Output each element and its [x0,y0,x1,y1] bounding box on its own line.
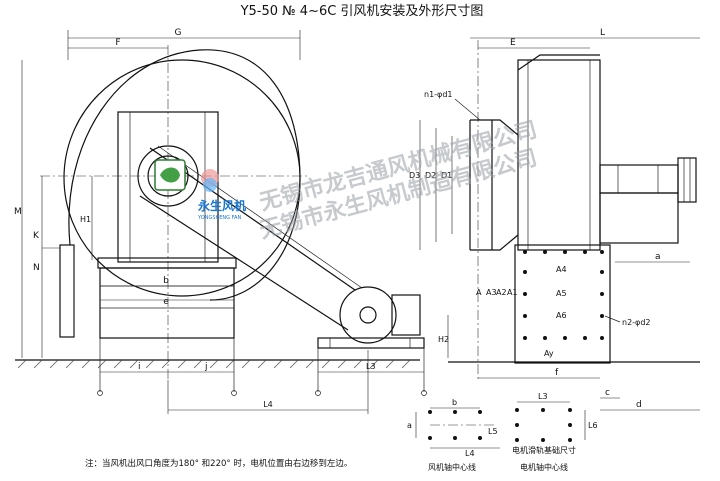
dim-i: i [138,362,141,372]
label-motor-axis: 电机轴中心线 [520,462,568,472]
fan-pulley-outer [137,145,199,207]
motor-body [391,294,421,336]
dim-K: K [33,231,40,241]
detail-dim-L4: L4 [465,449,475,458]
fan-volute [68,49,301,301]
dim-F: F [115,38,120,48]
stand-lower-frame [99,267,235,339]
stand-base-plate [97,257,237,269]
dim-c: c [605,388,610,398]
dim-A6: A6 [556,311,567,320]
dim-N: N [33,263,40,273]
dim-D1: D1 [441,171,452,180]
motor-base [317,337,425,349]
front-lower-frame [514,244,611,364]
label-rail-base: 电机滑轨基础尺寸 [512,445,576,455]
dim-L: L [600,28,605,38]
dim-L3: L3 [366,362,376,371]
motor-pulley [339,286,397,344]
dim-D2: D2 [425,171,436,180]
front-housing [517,59,601,251]
dim-D3: D3 [409,171,420,180]
dim-A1: A1 [507,288,518,297]
bearing-housing [599,164,679,194]
detail-motor-bolts: L3 L6 电机滑轨基础尺寸 电机轴中心线 [512,392,598,472]
dim-Ay: Ay [544,349,554,358]
dim-M: M [14,207,22,217]
detail-dim-L6: L6 [588,421,598,430]
installation-note: 注：当风机出风口角度为180° 和220° 时，电机位置由右边移到左边。 [85,458,352,469]
side-view: G F M K N H1 b e H2 i j L3 L4 [14,28,449,414]
front-base-frame [599,192,679,244]
dim-E: E [510,38,516,48]
front-pulley [677,157,697,203]
belt-lower [139,195,349,331]
detail-dim-b: b [452,398,457,407]
dim-G: G [175,28,182,38]
dim-A2: A2 [496,288,507,297]
dim-A3: A3 [486,288,497,297]
label-hole-n1: n1-φd1 [424,90,453,99]
fan-pulley-inner [147,155,189,197]
outlet-duct [59,244,75,338]
drawing-title: Y5-50 № 4~6C 引风机安装及外形尺寸图 [240,4,484,19]
logo-sub-text: YONGSHENG FAN [197,215,241,221]
label-hole-n2: n2-φd2 [622,318,651,327]
dim-a: a [655,252,661,262]
dim-j: j [204,362,208,372]
ground-hatch [17,359,411,369]
brand-logo: 永生风机 YONGSHENG FAN [154,159,246,221]
anchor-bolts [97,338,427,396]
dim-H2: H2 [438,335,449,344]
front-view: L E n1-φd1 D3 D2 D1 A4 A5 A6 A3 A2 A1 A … [409,28,700,411]
dim-A: A [476,288,482,297]
dim-A5: A5 [556,289,567,298]
mount-holes [523,250,604,340]
dim-b: b [163,276,169,286]
detail-dim-L3: L3 [538,392,548,401]
detail-dim-L5: L5 [488,427,498,436]
dim-d: d [636,400,642,410]
label-fan-axis: 风机轴中心线 [428,462,476,472]
logo-brand-text: 永生风机 [197,198,246,213]
dim-A4: A4 [556,265,567,274]
dim-e: e [163,297,169,307]
dim-H1: H1 [80,215,91,224]
detail-dim-a: a [407,421,412,430]
dim-L4: L4 [263,400,273,409]
fan-volute-arc [63,59,301,297]
detail-fan-bolts: b a L5 L4 风机轴中心线 [407,398,500,472]
dim-f: f [555,368,559,378]
bearing-stand [117,111,219,263]
